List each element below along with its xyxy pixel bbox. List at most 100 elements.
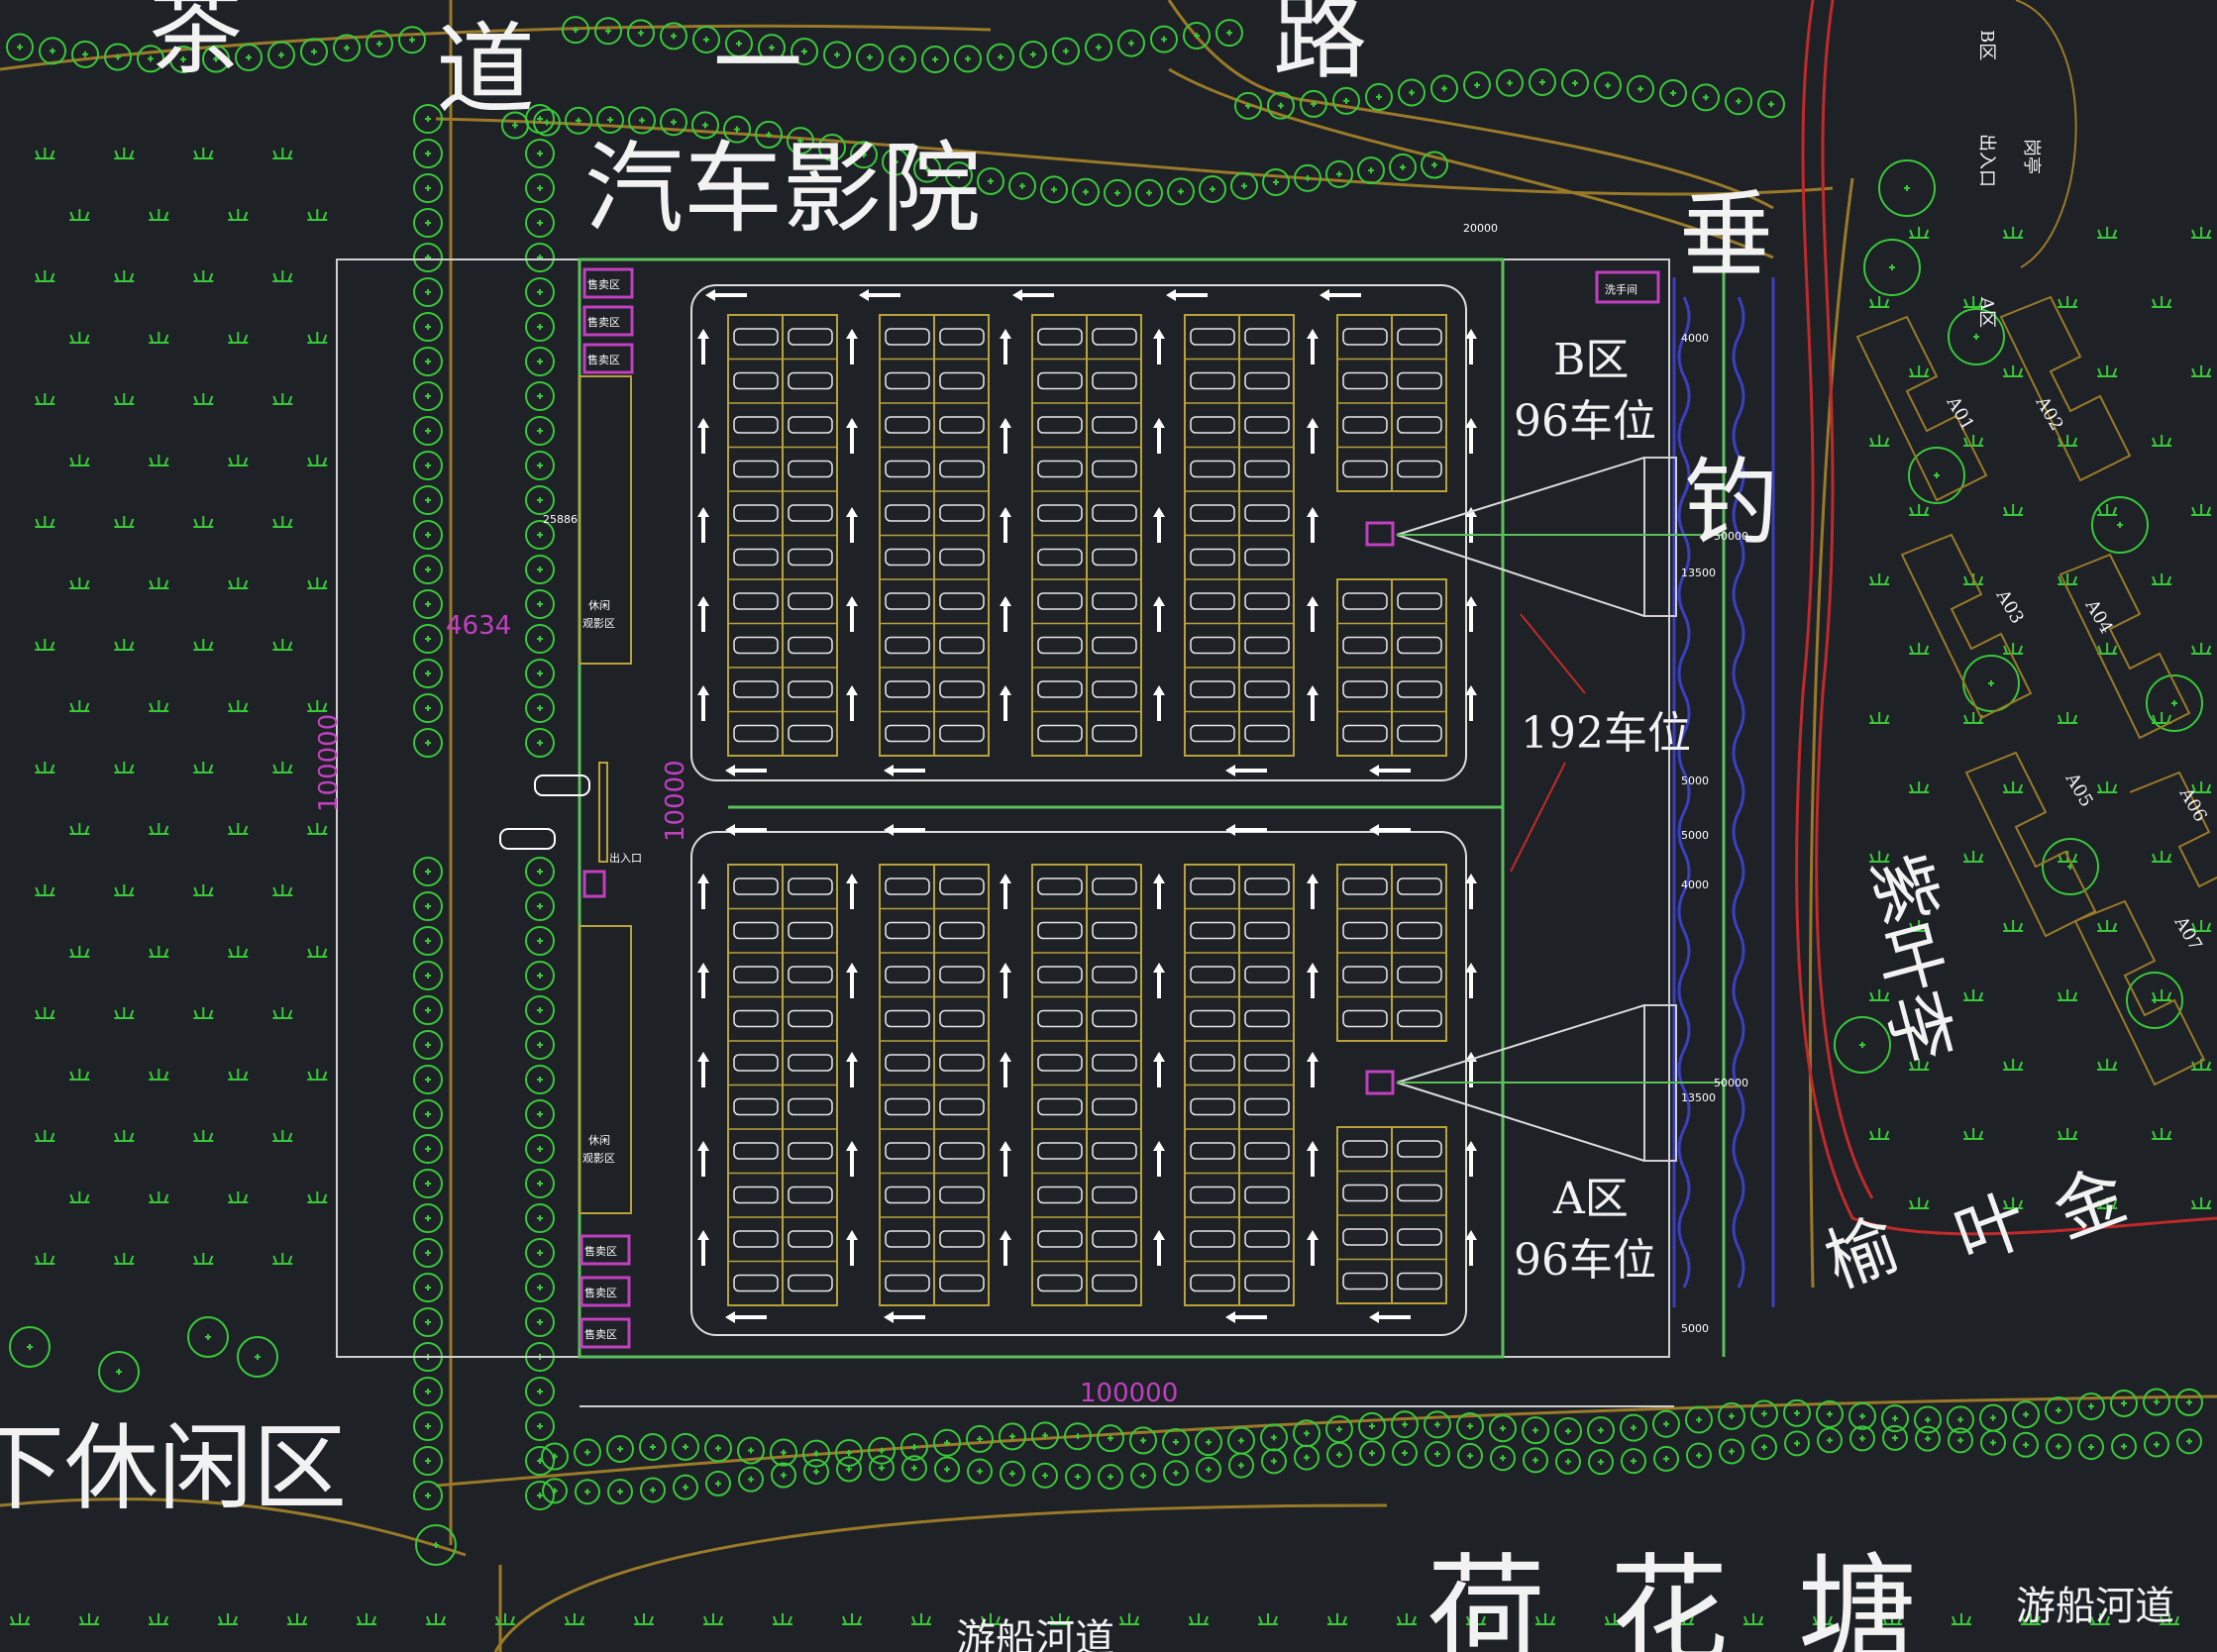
- grass-tuft: [35, 1007, 55, 1019]
- tree-icon: [1849, 1425, 1875, 1452]
- grass-tuft: [35, 762, 55, 774]
- grass-tuft: [193, 516, 214, 528]
- tree-icon: [413, 693, 443, 723]
- parked-car: [1037, 504, 1083, 522]
- grass-tuft: [35, 148, 55, 159]
- tree-icon: [413, 1273, 443, 1302]
- tree-icon: [1008, 171, 1036, 200]
- tree-icon: [934, 1456, 960, 1483]
- tree-icon: [977, 166, 1004, 195]
- tree-icon: [692, 25, 720, 53]
- parked-car: [1037, 1142, 1083, 1160]
- tree-icon: [1627, 74, 1654, 103]
- parked-car: [1037, 416, 1083, 434]
- grass-tuft: [149, 823, 169, 835]
- tree-icon: [525, 995, 555, 1025]
- tree-icon: [1391, 1410, 1419, 1439]
- parked-car: [1342, 921, 1388, 940]
- lane-arrow: [846, 507, 858, 543]
- tree-icon: [1357, 156, 1385, 185]
- parked-car: [1092, 1230, 1137, 1248]
- parked-car: [1244, 328, 1290, 346]
- grass-tuft: [287, 1613, 307, 1625]
- grass-tuft: [149, 577, 169, 589]
- grass-tuft: [193, 393, 214, 405]
- road-char-1: 茶: [149, 0, 243, 87]
- tree-icon: [869, 1455, 895, 1482]
- grass-tuft: [1674, 1613, 1694, 1625]
- ticket-booth: [582, 870, 606, 898]
- entry-gate: [598, 762, 608, 863]
- tree-icon: [413, 139, 443, 168]
- tree-icon: [856, 43, 884, 71]
- sightline: [1396, 534, 1645, 617]
- grass-tuft: [35, 1130, 55, 1142]
- tree-icon: [413, 555, 443, 584]
- grass-tuft: [2152, 435, 2172, 447]
- lane-arrows: [697, 289, 1477, 1323]
- parking-blocks: [727, 314, 1447, 1306]
- tree-icon: [1523, 1447, 1548, 1474]
- tree-icon: [1325, 159, 1353, 188]
- parked-car: [733, 1097, 779, 1116]
- tree-icon: [803, 1458, 829, 1485]
- dim-r5: 5000: [1681, 829, 1709, 842]
- parked-car: [1190, 724, 1235, 743]
- grass-tuft: [272, 516, 293, 528]
- tree-icon: [967, 1458, 993, 1485]
- tree-icon: [1098, 1464, 1123, 1491]
- tree-icon: [525, 416, 555, 446]
- parked-car: [733, 1054, 779, 1072]
- grass-tuft: [2191, 504, 2212, 516]
- grass-tuft: [218, 1613, 238, 1625]
- parked-car: [733, 1142, 779, 1160]
- grass-tuft: [272, 762, 293, 774]
- tree-icon: [1260, 1423, 1288, 1452]
- tree-icon: [1915, 1425, 1941, 1452]
- vendor-box-2: [582, 305, 634, 337]
- grass-tuft: [1952, 1613, 1971, 1625]
- parked-car: [733, 1274, 779, 1292]
- lane-arrow: [1307, 507, 1319, 543]
- tree-icon: [1685, 1405, 1713, 1434]
- zone-b-label: B区: [1553, 335, 1629, 385]
- tree-icon: [1262, 167, 1290, 196]
- grass-tuft: [114, 1253, 135, 1265]
- parked-car: [939, 548, 985, 567]
- parked-car: [885, 636, 930, 655]
- lane-arrow: [1153, 596, 1165, 632]
- tree-icon: [1215, 19, 1243, 48]
- parked-car: [788, 548, 833, 567]
- tree-icon: [802, 1439, 830, 1468]
- fishing-char-1: 垂: [1679, 181, 1773, 290]
- tree-icon: [660, 108, 687, 137]
- grass-tuft: [1466, 1613, 1486, 1625]
- grass-tuft: [2097, 365, 2118, 377]
- tree-icon: [413, 857, 443, 886]
- grass-tuft: [307, 209, 328, 221]
- grass-tuft: [307, 1069, 328, 1081]
- grass-tuft: [2097, 781, 2118, 793]
- tree-icon: [525, 1481, 555, 1510]
- parked-car: [1397, 724, 1442, 743]
- tree-icon: [1588, 1449, 1614, 1476]
- tree-icon: [771, 1462, 796, 1489]
- lane-arrow: [1307, 329, 1319, 364]
- tree-icon: [1424, 1410, 1451, 1439]
- parked-car: [1190, 1054, 1235, 1072]
- parked-car: [1244, 1274, 1290, 1292]
- tree-icon: [525, 1030, 555, 1060]
- lane-arrow: [1465, 418, 1477, 454]
- fishing-channel: [1672, 277, 1775, 1307]
- grass-tuft: [10, 1613, 30, 1625]
- grass-tuft: [228, 455, 249, 466]
- lane-arrow: [846, 596, 858, 632]
- tree-icon: [398, 26, 426, 54]
- parked-car: [733, 636, 779, 655]
- tree-icon: [850, 141, 878, 169]
- road-char-3: 一: [713, 12, 802, 116]
- tree-icon: [737, 1436, 765, 1465]
- parked-car: [788, 636, 833, 655]
- tree-icon: [1463, 70, 1491, 99]
- parked-car: [885, 504, 930, 522]
